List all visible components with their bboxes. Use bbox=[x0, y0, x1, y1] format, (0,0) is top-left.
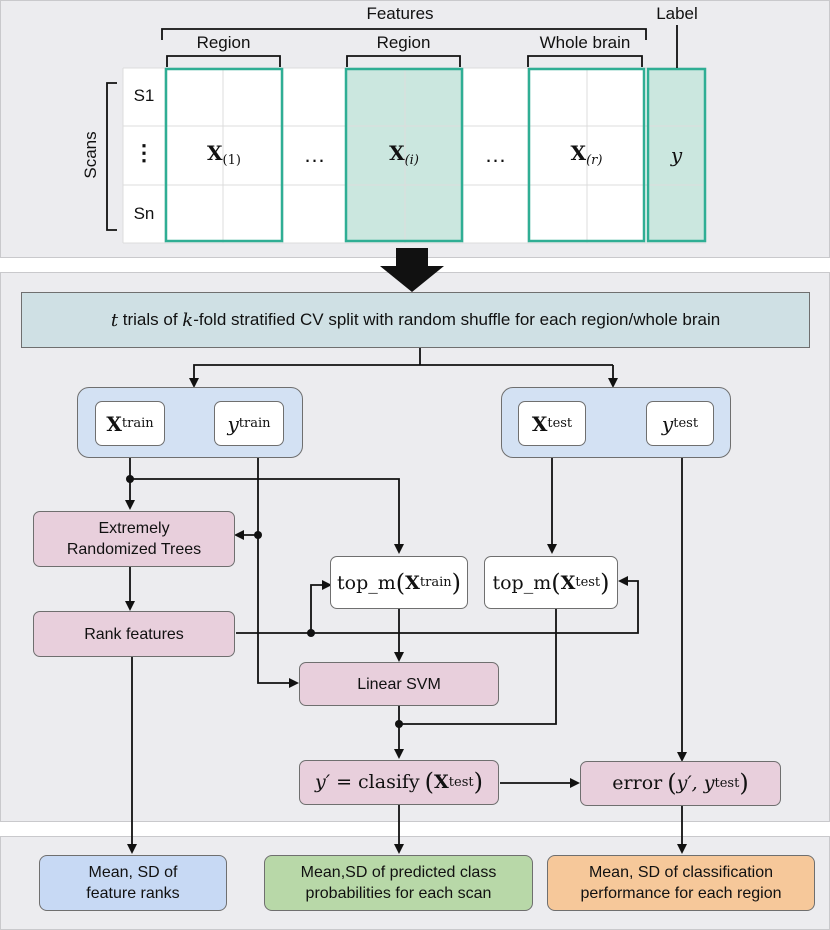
matrix-xr: X(r) bbox=[529, 141, 644, 168]
header-part1: trials of bbox=[118, 310, 183, 329]
classify-fn: clasify bbox=[358, 771, 420, 793]
top-m-test-x: X bbox=[560, 571, 576, 594]
error-args: y′, y bbox=[676, 772, 715, 794]
matrix-xi-symbol: X bbox=[389, 141, 405, 165]
label-header: Label bbox=[656, 4, 698, 23]
ellipsis-2: … bbox=[484, 142, 507, 167]
y-test-sub: test bbox=[673, 416, 699, 431]
output-class-probabilities: Mean,SD of predicted class probabilities… bbox=[264, 855, 533, 911]
matrix-x1-sub: (1) bbox=[222, 153, 241, 168]
linear-svm: Linear SVM bbox=[299, 662, 499, 706]
group-label-region-1: Region bbox=[196, 33, 251, 52]
y-train-symbol: y bbox=[227, 411, 239, 436]
t-variable: t bbox=[110, 309, 119, 331]
scans-label: Scans bbox=[81, 131, 100, 179]
classify-y-prime: y′ = bbox=[314, 771, 359, 793]
k-variable: k bbox=[182, 309, 194, 331]
label-y: y bbox=[648, 143, 705, 167]
label-y-symbol: y bbox=[670, 143, 683, 167]
matrix-x1: X(1) bbox=[166, 141, 282, 168]
y-test-symbol: y bbox=[661, 411, 674, 436]
cv-split-header: t trials of k-fold stratified CV split w… bbox=[21, 292, 810, 348]
top-m-test-sub: test bbox=[575, 575, 601, 590]
matrix-xr-sub: (r) bbox=[586, 153, 603, 168]
x-test-symbol: X bbox=[531, 411, 548, 436]
matrix-xi-sub: (i) bbox=[404, 153, 419, 168]
row-label-s1: S1 bbox=[133, 86, 155, 105]
x-test-sub: test bbox=[547, 416, 573, 431]
y-train-sub: train bbox=[238, 416, 271, 431]
label-block bbox=[647, 69, 705, 241]
rank-features: Rank features bbox=[33, 611, 235, 657]
x-train-symbol: X bbox=[106, 411, 122, 436]
group-label-region-2: Region bbox=[376, 33, 431, 52]
header-part2: -fold stratified CV split with random sh… bbox=[193, 310, 721, 329]
error-fn: error bbox=[612, 772, 663, 794]
top-m-test-fn: top_m bbox=[492, 571, 552, 594]
x-train-sub: train bbox=[121, 416, 154, 431]
big-down-arrow bbox=[380, 248, 444, 292]
junction-dots bbox=[126, 475, 403, 728]
features-label: Features bbox=[366, 4, 434, 23]
matrix-x1-symbol: X bbox=[207, 141, 223, 165]
error-sub: test bbox=[714, 776, 740, 791]
braces bbox=[106, 25, 678, 231]
top-m-train-x: X bbox=[405, 571, 420, 594]
ellipsis-1: … bbox=[303, 142, 326, 167]
classify-x-sub: test bbox=[448, 775, 474, 790]
extremely-randomized-trees: Extremely Randomized Trees bbox=[33, 511, 235, 567]
row-label-sn: Sn bbox=[133, 204, 155, 223]
output-classification-performance: Mean, SD of classification performance f… bbox=[547, 855, 815, 911]
matrix-xi: X(i) bbox=[346, 141, 462, 168]
top-m-train-sub: train bbox=[419, 575, 452, 590]
matrix-xr-symbol: X bbox=[570, 141, 587, 165]
classify-x: X bbox=[434, 771, 449, 793]
region-block-2 bbox=[346, 69, 462, 241]
output-feature-ranks: Mean, SD of feature ranks bbox=[39, 855, 227, 911]
teal-outlines bbox=[164, 67, 707, 243]
top-m-train-fn: top_m bbox=[337, 571, 396, 594]
row-label-dots: ⋮ bbox=[133, 140, 155, 165]
group-label-whole-brain: Whole brain bbox=[539, 33, 631, 52]
